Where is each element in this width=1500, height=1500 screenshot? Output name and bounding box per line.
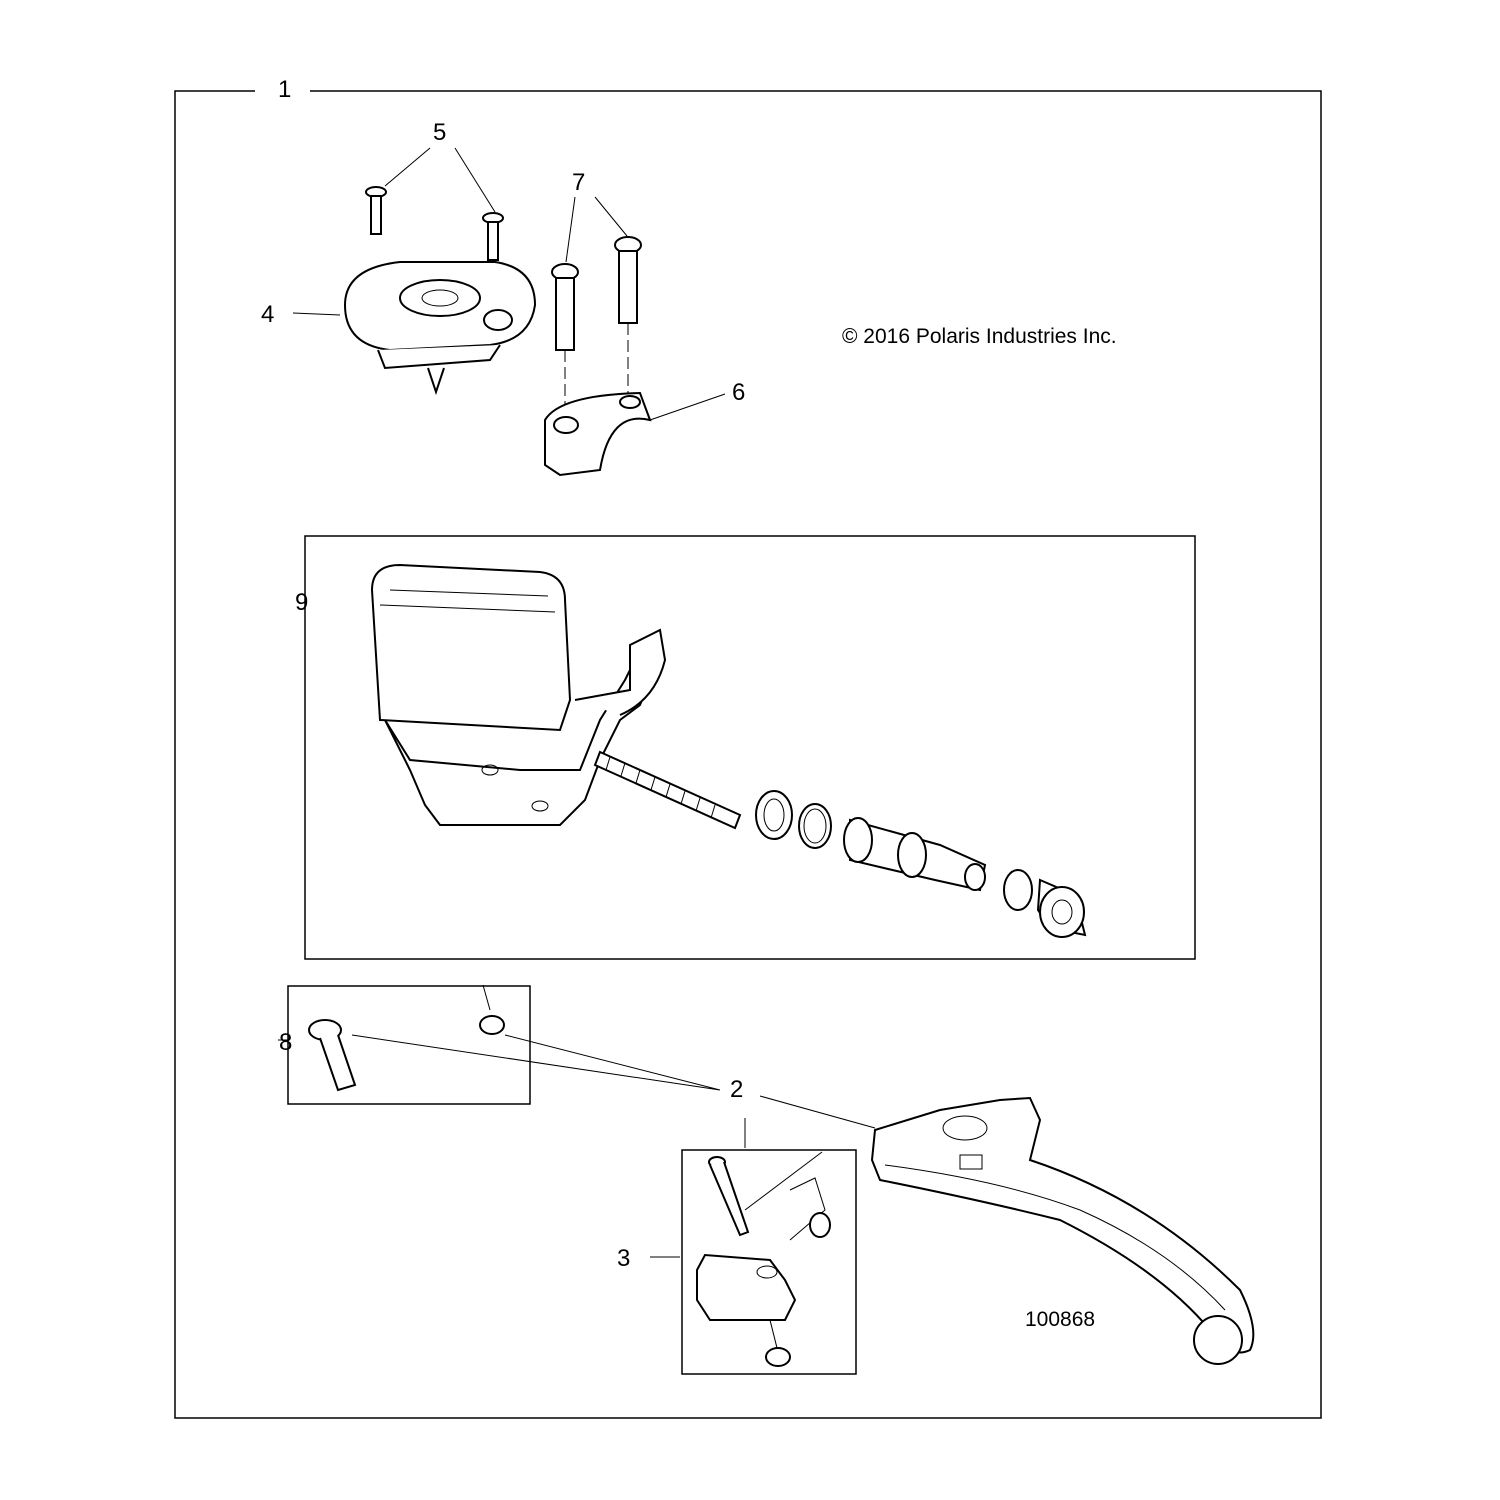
kit-3-box	[681, 1149, 857, 1375]
diagram-number: 100868	[1025, 1308, 1095, 1331]
callout-5[interactable]: 5	[433, 119, 446, 146]
cover-screws[interactable]	[365, 186, 504, 261]
callout-9[interactable]: 9	[295, 589, 308, 616]
callout-7[interactable]: 7	[572, 169, 585, 196]
boot-and-washer[interactable]	[1003, 869, 1087, 938]
leader-2	[351, 1034, 876, 1148]
callout-3[interactable]: 3	[617, 1245, 630, 1272]
callout-8[interactable]: 8	[279, 1029, 292, 1056]
brake-lever[interactable]	[870, 1096, 1255, 1365]
copyright-notice: © 2016 Polaris Industries Inc.	[842, 325, 1117, 348]
leader-6	[649, 393, 726, 421]
callout-2[interactable]: 2	[730, 1076, 743, 1103]
leader-5	[384, 147, 496, 213]
assembly-frame	[174, 90, 1322, 1419]
handlebar-clamp[interactable]	[544, 391, 652, 477]
callout-1[interactable]: 1	[278, 76, 291, 103]
leader-7	[565, 196, 628, 263]
reservoir-cover[interactable]	[343, 261, 537, 396]
retaining-clip[interactable]	[479, 984, 505, 1035]
callout-6[interactable]: 6	[732, 379, 745, 406]
kit-8-box	[287, 985, 531, 1105]
leader-4	[292, 312, 341, 316]
pivot-pin[interactable]	[308, 1019, 357, 1092]
piston-spring[interactable]	[593, 750, 742, 830]
adjuster-parts[interactable]	[696, 1151, 831, 1367]
callout-4[interactable]: 4	[261, 301, 274, 328]
piston[interactable]	[843, 817, 987, 892]
clamp-bolts[interactable]	[551, 236, 642, 425]
seal-rings[interactable]	[755, 790, 832, 849]
master-cylinder-body[interactable]	[370, 563, 667, 826]
kit-9-box	[304, 535, 1196, 960]
